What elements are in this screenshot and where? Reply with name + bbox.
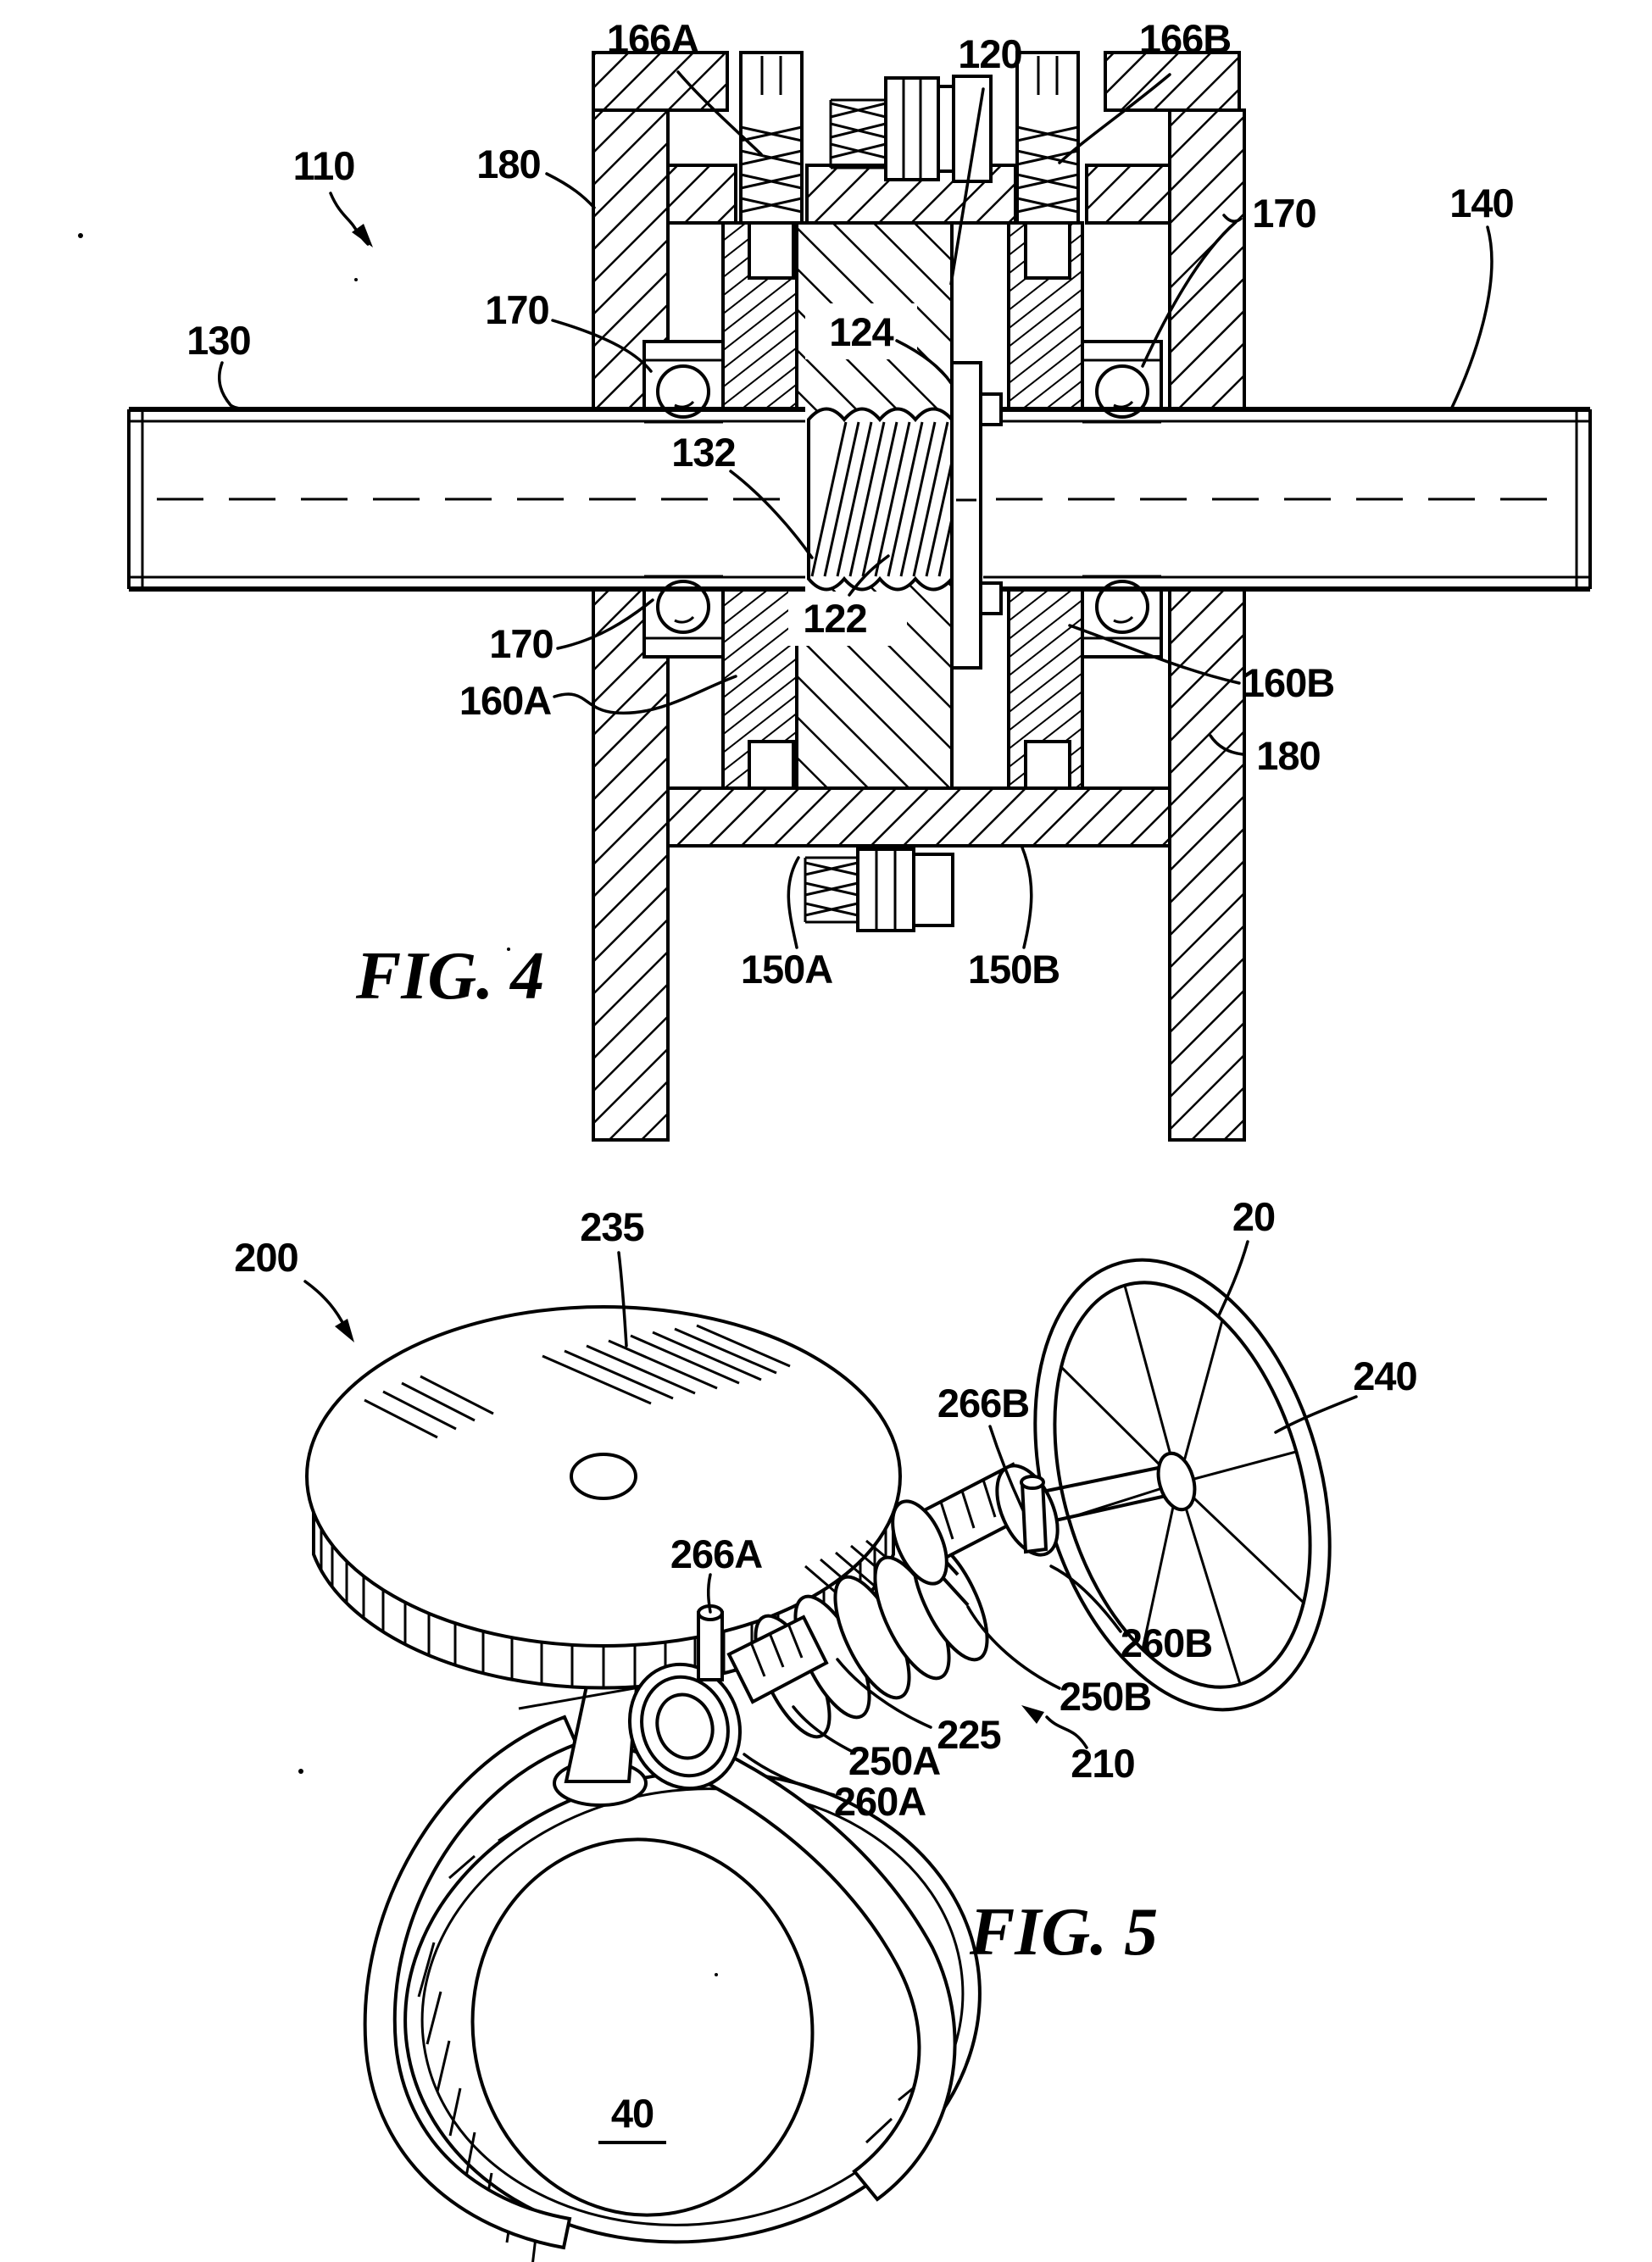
fig4-ref-160B: 160B: [1243, 660, 1334, 705]
caster-fork: [363, 1665, 957, 2250]
fig4-ref-120: 120: [958, 31, 1021, 76]
fig4-ref-170-ll: 170: [489, 621, 553, 666]
fig5-ref-260B: 260B: [1121, 1620, 1212, 1665]
fig5-caption: FIG. 5: [969, 1895, 1158, 1970]
fig4-ref-150A: 150A: [741, 947, 832, 992]
bottom-bolt-150: [804, 848, 954, 932]
fig5-ref-266A: 266A: [670, 1531, 762, 1576]
fig4-ref-166B: 166B: [1139, 16, 1231, 61]
fig4-ref-124: 124: [829, 309, 893, 354]
fig5-ref-235: 235: [580, 1204, 643, 1249]
fig4-ref-160A: 160A: [459, 678, 551, 723]
scan-specks: [78, 233, 718, 1976]
screw-tip-166B: [1024, 221, 1071, 280]
bearing-250B: [891, 1462, 1060, 1586]
set-screw-166A: [739, 51, 804, 225]
key-block-right: [1024, 740, 1071, 790]
fig4-ref-122: 122: [803, 596, 866, 641]
fig5-ref-20: 20: [1232, 1194, 1275, 1239]
hub-plate-124: [950, 361, 1003, 670]
fig4-leaders: [218, 70, 1493, 949]
fig4-ref-130: 130: [186, 318, 250, 363]
fig4-ref-140: 140: [1449, 181, 1513, 225]
fig5-leaders: [303, 1240, 1358, 1797]
screw-tip-166A: [748, 221, 795, 280]
fig4-ref-180-right: 180: [1256, 733, 1320, 778]
wheel-20: [1033, 1258, 1332, 1712]
fig4-labels: 166A 120 166B 110 180 170 124 130 140 17…: [186, 16, 1514, 1014]
fig4-ref-170-ur: 170: [1252, 191, 1315, 236]
fig4-ref-170-ul: 170: [485, 287, 548, 332]
set-screw-166B: [1015, 51, 1080, 225]
fig4-caption: FIG. 4: [355, 939, 544, 1014]
bearing-details: [644, 358, 1161, 640]
fig4-ref-132: 132: [671, 430, 735, 475]
figure4-drawing: 166A 120 166B 110 180 170 124 130 140 17…: [127, 16, 1592, 1142]
fig5-ref-240: 240: [1353, 1353, 1416, 1398]
fig5-ref-200: 200: [234, 1235, 298, 1280]
housing-plates: [666, 164, 1171, 848]
fig5-ref-260A: 260A: [834, 1779, 926, 1824]
fig4-ref-180-left: 180: [476, 142, 540, 186]
figure5-drawing: 200 235 20 266B 240 266A 260B 250B 225 2…: [78, 233, 1418, 2262]
fig5-labels: 200 235 20 266B 240 266A 260B 250B 225 2…: [234, 1194, 1418, 2144]
fig4-ref-150B: 150B: [968, 947, 1060, 992]
fig5-ref-250B: 250B: [1060, 1674, 1151, 1719]
fig4-ref-110: 110: [293, 143, 355, 188]
key-block-left: [748, 740, 795, 790]
fig5-ref-40: 40: [611, 2091, 654, 2136]
fig5-ref-250A: 250A: [848, 1738, 940, 1783]
fig5-ref-266B: 266B: [937, 1381, 1029, 1426]
fig4-ref-166A: 166A: [607, 16, 698, 61]
fig5-ref-225: 225: [937, 1712, 1000, 1757]
fig5-ref-210: 210: [1071, 1741, 1134, 1786]
